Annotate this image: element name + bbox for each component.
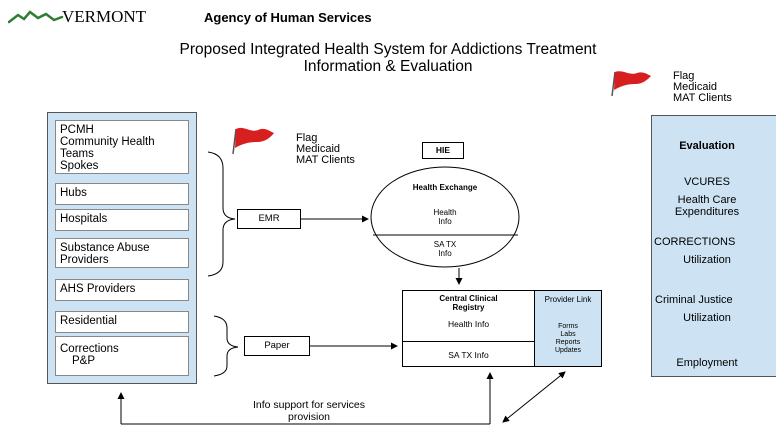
evaluation-vcures: VCURES [684,176,730,188]
brace-lower [213,315,239,377]
health-exchange-title: Health Exchange [412,183,478,192]
logo-text: VERMONT [62,7,147,26]
registry-health-info: Health Info [447,319,490,329]
page-subtitle: Information & Evaluation [303,58,473,75]
health-exchange-health-info: Health Info [433,208,457,226]
evaluation-panel [651,115,776,377]
registry-sa-tx: SA TX Info [448,350,489,360]
evaluation-utilization-1: Utilization [683,254,731,266]
evaluation-corrections: CORRECTIONS [654,236,736,248]
provider-substance-abuse: Substance Abuse Providers [55,238,189,268]
provider-corrections: Corrections P&P [55,336,189,376]
evaluation-utilization-2: Utilization [683,312,731,324]
flag-label-middle: Flag Medicaid MAT Clients [296,132,355,166]
evaluation-criminal-justice: Criminal Justice [655,294,733,306]
agency-name: Agency of Human Services [204,10,372,25]
provider-link-title: Provider Link [544,295,592,304]
provider-link-arrow [502,371,566,423]
evaluation-employment: Employment [676,357,738,369]
evaluation-hce: Health Care Expenditures [674,194,740,218]
info-support-label: Info support for services provision [252,399,366,423]
provider-ahs: AHS Providers [55,279,189,301]
provider-hubs: Hubs [55,183,189,205]
provider-residential: Residential [55,311,189,333]
provider-hospitals: Hospitals [55,209,189,231]
flag-icon [611,71,651,97]
provider-link-box [534,290,602,367]
page-title: Proposed Integrated Health System for Ad… [179,41,597,58]
provider-group-pcmh: PCMH Community Health Teams Spokes [55,120,189,174]
provider-link-items: Forms Labs Reports Updates [554,323,582,354]
registry-divider [402,341,535,342]
evaluation-title: Evaluation [679,140,735,152]
registry-title: Central Clinical Registry [439,294,498,312]
brace-upper [207,151,236,277]
paper-box: Paper [244,336,310,356]
hie-box: HIE [422,142,464,159]
flag-icon [232,127,274,155]
central-clinical-registry [402,290,535,367]
vermont-logo-icon [8,10,64,24]
emr-box: EMR [237,209,301,229]
flag-label-top: Flag Medicaid MAT Clients [673,70,732,104]
health-exchange-sa-tx: SA TX Info [433,240,457,258]
